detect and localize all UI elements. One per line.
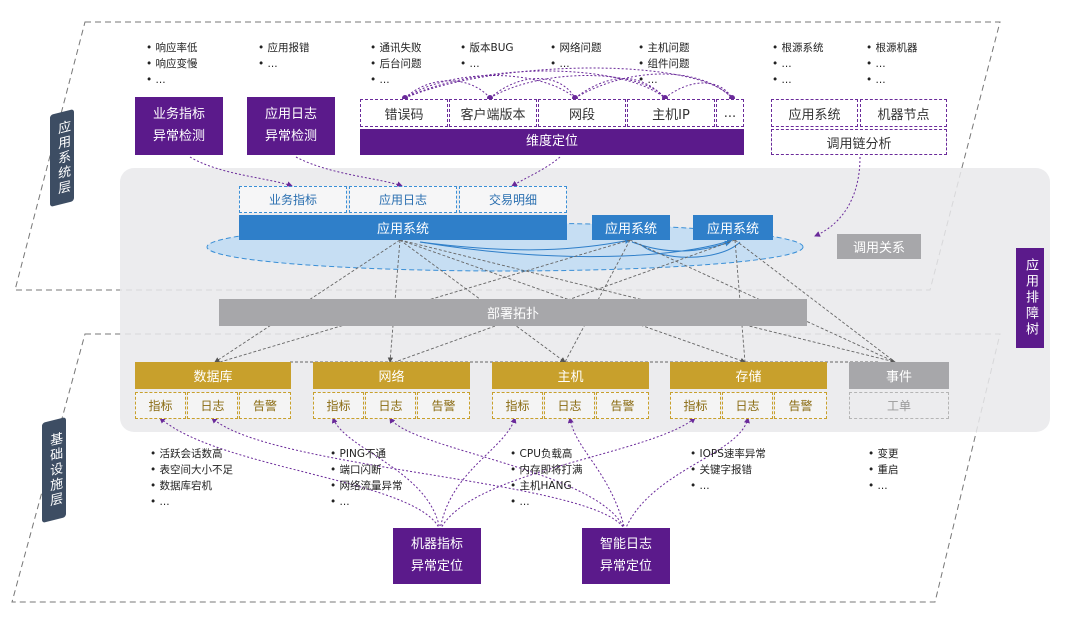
source-biz-metric[interactable]: 业务指标 — [239, 186, 347, 213]
app-system-main[interactable]: 应用系统 — [239, 215, 567, 240]
infra-storage-alert[interactable]: 告警 — [774, 392, 827, 419]
infra-network-metric[interactable]: 指标 — [313, 392, 364, 419]
app-log-anomaly-detection[interactable]: 应用日志异常检测 — [247, 97, 335, 155]
source-transaction-detail[interactable]: 交易明细 — [459, 186, 567, 213]
infra-host-metric[interactable]: 指标 — [492, 392, 543, 419]
call-node-machine[interactable]: 机器节点 — [860, 99, 947, 127]
storage-symptom-list: IOPS速率异常关键字报错... — [690, 446, 766, 494]
dim-client-version[interactable]: 客户端版本 — [449, 99, 537, 127]
host-bottom-symptom-list: CPU负载高内存即将打满主机HANG... — [510, 446, 583, 510]
infra-host-log[interactable]: 日志 — [544, 392, 595, 419]
infra-network-alert[interactable]: 告警 — [417, 392, 470, 419]
machine-metric-anomaly-locate[interactable]: 机器指标异常定位 — [393, 528, 481, 584]
infra-database-log[interactable]: 日志 — [187, 392, 238, 419]
infra-storage-log[interactable]: 日志 — [722, 392, 773, 419]
event-box[interactable]: 事件 — [849, 362, 949, 389]
infra-host[interactable]: 主机 — [492, 362, 649, 389]
app-system-3[interactable]: 应用系统 — [693, 215, 773, 240]
dim-more[interactable]: ... — [716, 99, 744, 127]
root-machine-list: 根源机器...... — [866, 40, 918, 88]
infra-database[interactable]: 数据库 — [135, 362, 291, 389]
network-symptom-list: 网络问题... — [550, 40, 602, 72]
dimension-locate-bar[interactable]: 维度定位 — [360, 129, 744, 155]
net-symptom-list: PING不通端口闪断网络流量异常... — [330, 446, 403, 510]
event-symptom-list: 变更重启... — [868, 446, 899, 494]
troubleshoot-tree-label: 应用排障树 — [1016, 248, 1044, 348]
infra-storage-metric[interactable]: 指标 — [670, 392, 721, 419]
smart-log-anomaly-locate[interactable]: 智能日志异常定位 — [582, 528, 670, 584]
dim-error-code[interactable]: 错误码 — [360, 99, 448, 127]
call-relation-button[interactable]: 调用关系 — [837, 234, 921, 259]
dim-host-ip[interactable]: 主机IP — [627, 99, 715, 127]
app-layer-label: 应用系统层 — [50, 109, 74, 207]
biz-metric-anomaly-detection[interactable]: 业务指标异常检测 — [135, 97, 223, 155]
version-symptom-list: 版本BUG... — [460, 40, 514, 72]
biz-symptom-list: 响应率低响应变慢... — [146, 40, 198, 88]
db-symptom-list: 活跃会话数高表空间大小不足数据库宕机... — [150, 446, 234, 510]
infra-network-log[interactable]: 日志 — [365, 392, 416, 419]
infra-network[interactable]: 网络 — [313, 362, 470, 389]
infra-layer-label: 基础设施层 — [42, 417, 66, 523]
source-app-log[interactable]: 应用日志 — [349, 186, 457, 213]
deploy-topology-bar[interactable]: 部署拓扑 — [219, 299, 807, 326]
root-system-list: 根源系统...... — [772, 40, 824, 88]
host-symptom-list: 主机问题组件问题... — [638, 40, 690, 88]
app-system-2[interactable]: 应用系统 — [592, 215, 670, 240]
log-symptom-list: 应用报错... — [258, 40, 310, 72]
error-symptom-list: 通讯失败后台问题... — [370, 40, 422, 88]
ticket-box[interactable]: 工单 — [849, 392, 949, 419]
infra-host-alert[interactable]: 告警 — [596, 392, 649, 419]
infra-storage[interactable]: 存储 — [670, 362, 827, 389]
dim-subnet[interactable]: 网段 — [538, 99, 626, 127]
infra-database-alert[interactable]: 告警 — [239, 392, 291, 419]
call-node-app-system[interactable]: 应用系统 — [771, 99, 858, 127]
call-chain-analysis[interactable]: 调用链分析 — [771, 129, 947, 155]
infra-database-metric[interactable]: 指标 — [135, 392, 186, 419]
